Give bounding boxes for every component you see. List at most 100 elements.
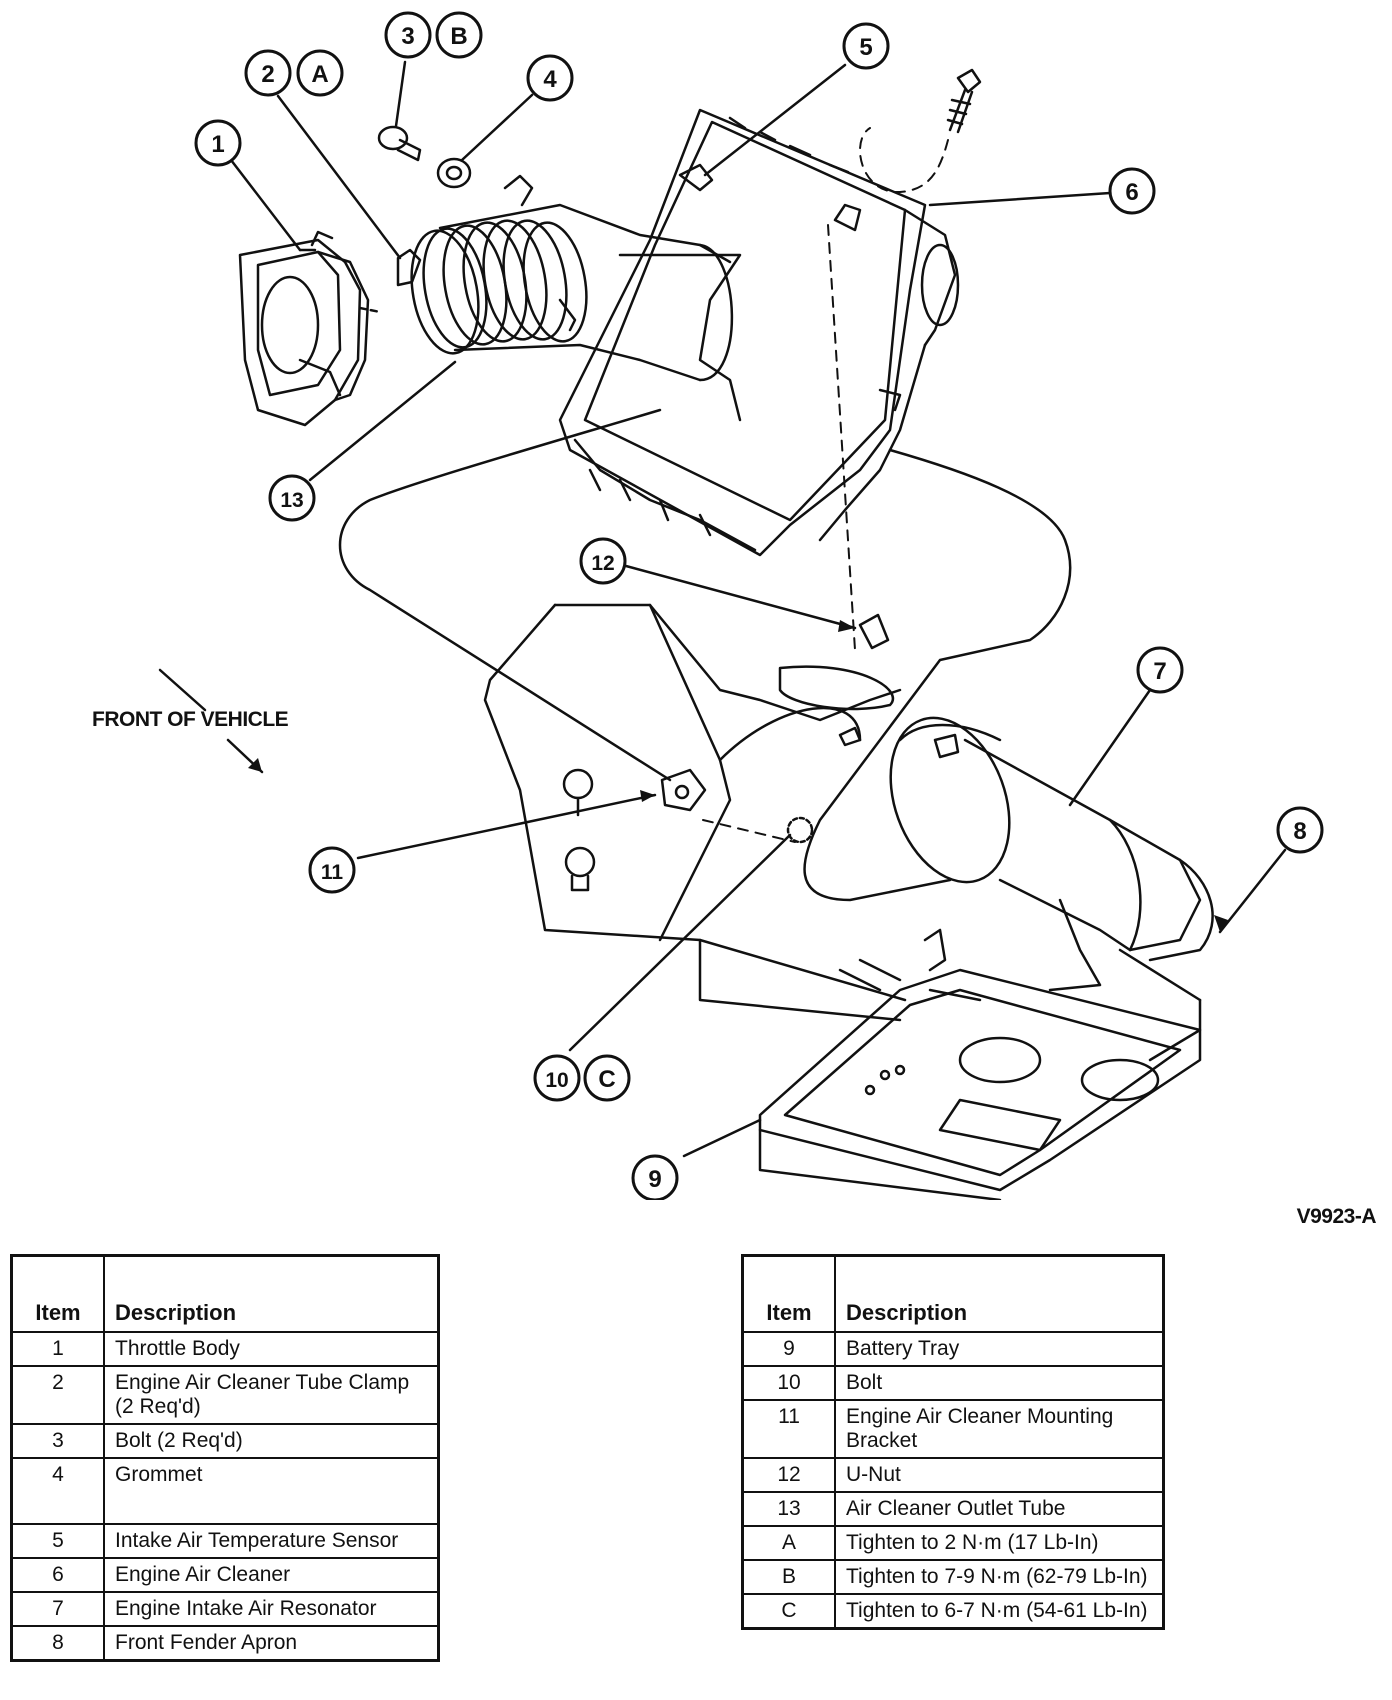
table-row: 4 Grommet [10, 1457, 440, 1525]
svg-text:C: C [598, 1066, 615, 1093]
bracket-hole [674, 784, 690, 800]
arrowhead [1214, 915, 1228, 932]
callout-9: 9 [631, 1154, 679, 1200]
table-row: C Tighten to 6-7 N·m (54-61 Lb-In) [741, 1593, 1165, 1630]
item-description: Engine Air Cleaner Tube Clamp (2 Req'd) [103, 1365, 440, 1425]
svg-text:10: 10 [545, 1069, 568, 1092]
table-row: 13 Air Cleaner Outlet Tube [741, 1491, 1165, 1527]
svg-text:1: 1 [211, 131, 224, 158]
leader-line [229, 158, 302, 252]
item-number: 4 [10, 1457, 105, 1525]
item-description: Engine Intake Air Resonator [103, 1591, 440, 1627]
u-nut-slot [838, 726, 862, 747]
grommet-drawing [436, 157, 472, 189]
table-row: 3 Bolt (2 Req'd) [10, 1423, 440, 1459]
callout-7: 7 [1136, 646, 1184, 694]
bracket-outline [338, 408, 672, 782]
callout-12: 12 [579, 537, 627, 585]
item-description: Tighten to 6-7 N·m (54-61 Lb-In) [834, 1593, 1165, 1630]
callout-8: 8 [1276, 806, 1324, 854]
item-number: 12 [741, 1457, 836, 1493]
item-description: Tighten to 7-9 N·m (62-79 Lb-In) [834, 1559, 1165, 1595]
svg-text:4: 4 [543, 66, 557, 93]
bolt-10-drawing [786, 816, 814, 844]
tube-clamp-drawing [396, 248, 422, 287]
item-number: 7 [10, 1591, 105, 1627]
callout-4: 4 [526, 54, 574, 102]
front-of-vehicle-label: FRONT OF VEHICLE [92, 708, 289, 731]
item-column-header: Item [10, 1254, 105, 1333]
svg-text:5: 5 [859, 34, 872, 61]
callout-6: 6 [1108, 167, 1156, 215]
leader-line [460, 93, 534, 162]
item-description: Engine Air Cleaner [103, 1557, 440, 1593]
table-row: 7 Engine Intake Air Resonator [10, 1591, 440, 1627]
leader-line [1218, 848, 1287, 934]
leader-line [276, 94, 402, 260]
assembly-line [827, 224, 856, 651]
svg-text:B: B [450, 23, 467, 50]
svg-text:A: A [311, 61, 328, 88]
leader-line [568, 833, 792, 1052]
item-column-header: Item [741, 1254, 836, 1333]
callout-5: 5 [842, 22, 890, 70]
item-number: B [741, 1559, 836, 1595]
svg-text:6: 6 [1125, 179, 1138, 206]
resonator-drawing [889, 716, 1214, 1002]
item-number: 11 [741, 1399, 836, 1459]
assembly-line [859, 127, 949, 194]
table-row: 6 Engine Air Cleaner [10, 1557, 440, 1593]
bolt-drawing [377, 125, 422, 162]
parts-table-right: Item Description 9 Battery Tray 10 Bolt … [741, 1254, 1165, 1630]
item-description: U-Nut [834, 1457, 1165, 1493]
arrowhead [248, 758, 262, 772]
item-number: 10 [741, 1365, 836, 1401]
u-nut-drawing [858, 613, 890, 650]
front-arrow-line [158, 668, 207, 712]
item-description: Intake Air Temperature Sensor [103, 1523, 440, 1559]
table-row: B Tighten to 7-9 N·m (62-79 Lb-In) [741, 1559, 1165, 1595]
table-row: 2 Engine Air Cleaner Tube Clamp (2 Req'd… [10, 1365, 440, 1425]
outlet-tube-drawing [410, 174, 734, 382]
item-number: 5 [10, 1523, 105, 1559]
table-row: 11 Engine Air Cleaner Mounting Bracket [741, 1399, 1165, 1459]
item-description: Battery Tray [834, 1331, 1165, 1367]
leader-line [682, 1118, 762, 1158]
arrowhead [838, 620, 855, 632]
item-number: 9 [741, 1331, 836, 1367]
table-header-row: Item Description [741, 1254, 1165, 1333]
table-row: 9 Battery Tray [741, 1331, 1165, 1367]
item-number: C [741, 1593, 836, 1630]
item-description: Grommet [103, 1457, 440, 1525]
callout-a: A [296, 49, 344, 97]
leader-line [356, 793, 657, 860]
table-header-row: Item Description [10, 1254, 440, 1333]
leader-line [308, 360, 457, 482]
assembly-line [702, 819, 796, 843]
leader-line [928, 191, 1112, 207]
item-description: Throttle Body [103, 1331, 440, 1367]
item-description: Bolt [834, 1365, 1165, 1401]
throttle-body-drawing [238, 230, 382, 427]
callout-b: B [435, 11, 483, 59]
callout-1: 1 [194, 119, 242, 167]
callout-13: 13 [268, 474, 316, 522]
svg-text:13: 13 [280, 489, 303, 512]
item-number: 1 [10, 1331, 105, 1367]
callout-11: 11 [308, 846, 356, 894]
svg-text:11: 11 [321, 861, 344, 884]
leader-line [703, 63, 847, 177]
item-number: 13 [741, 1491, 836, 1527]
bracket-outline [803, 448, 1072, 902]
item-description: Front Fender Apron [103, 1625, 440, 1662]
table-row: 12 U-Nut [741, 1457, 1165, 1493]
svg-text:8: 8 [1293, 818, 1306, 845]
battery-tray-drawing [758, 928, 1202, 1200]
item-number: 3 [10, 1423, 105, 1459]
table-row: 10 Bolt [741, 1365, 1165, 1401]
description-column-header: Description [103, 1254, 440, 1333]
item-description: Air Cleaner Outlet Tube [834, 1491, 1165, 1527]
description-column-header: Description [834, 1254, 1165, 1333]
item-description: Engine Air Cleaner Mounting Bracket [834, 1399, 1165, 1459]
fender-apron-drawing [483, 603, 982, 1022]
